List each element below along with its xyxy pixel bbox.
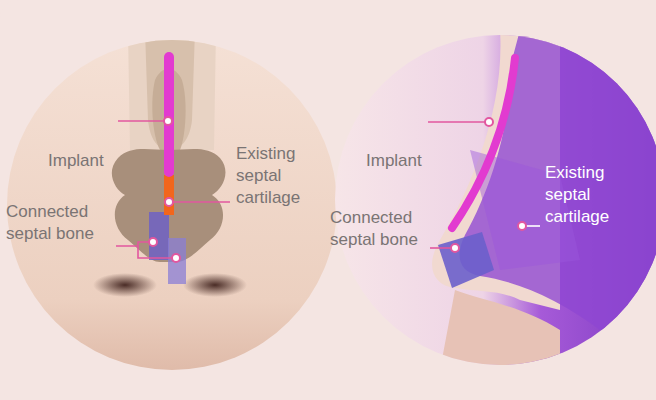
leader-line (526, 225, 540, 227)
part-label: Connected septal bone (6, 201, 118, 245)
part-label: Implant (366, 150, 422, 172)
leader-dots (451, 118, 526, 252)
leader-dots (149, 117, 180, 262)
part-label: Existing septal cartilage (545, 162, 633, 228)
side-view (330, 30, 656, 370)
part-label: Implant (48, 150, 104, 172)
leader-lines (428, 122, 486, 248)
part-label: Existing septal cartilage (236, 143, 324, 209)
part-label: Connected septal bone (330, 207, 430, 251)
front-view (0, 30, 350, 390)
leader-lines (116, 121, 230, 258)
